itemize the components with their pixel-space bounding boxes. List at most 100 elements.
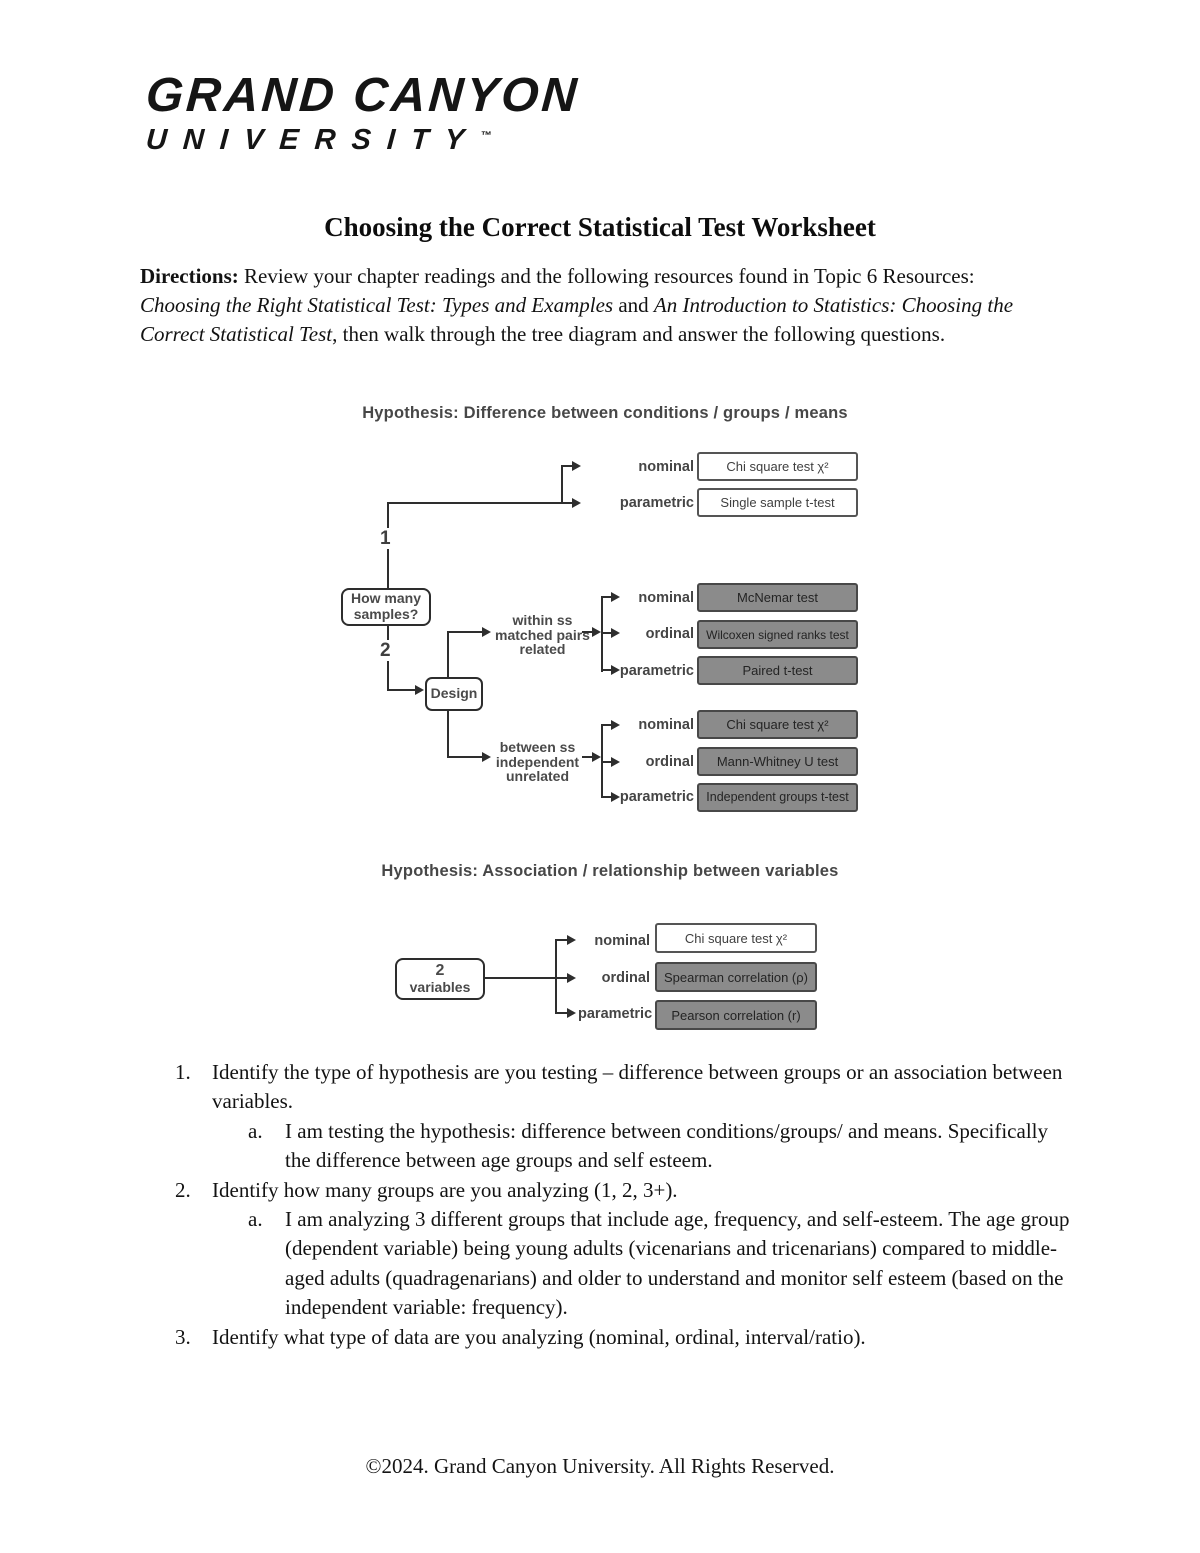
between-ss-label: between ss independent unrelated	[485, 740, 590, 784]
arrow-icon	[592, 752, 601, 762]
connector-line	[555, 939, 567, 941]
test-box-wilcoxen: Wilcoxen signed ranks test	[697, 620, 858, 649]
question-1a-text: I am testing the hypothesis: difference …	[285, 1118, 1048, 1173]
connector-line	[582, 756, 593, 758]
connector-line	[555, 977, 567, 979]
connector-line	[555, 1012, 567, 1014]
data-type-label: nominal	[638, 590, 694, 606]
question-1-text: Identify the type of hypothesis are you …	[212, 1060, 1063, 1114]
question-2-answer: a. I am analyzing 3 different groups tha…	[248, 1205, 1075, 1323]
data-type-label: parametric	[619, 789, 694, 805]
design-node: Design	[425, 677, 483, 711]
tree-diagram-association: Hypothesis: Association / relationship b…	[380, 860, 840, 1045]
gcu-logo-university-text: UNIVERSITY	[144, 124, 482, 156]
test-box-pearson: Pearson correlation (r)	[655, 1000, 817, 1030]
test-box-mcnemar: McNemar test	[697, 583, 858, 612]
arrow-icon	[482, 752, 491, 762]
between-ss-line1: between ss	[499, 739, 576, 755]
arrow-icon	[611, 757, 620, 767]
connector-line	[447, 711, 449, 758]
connector-line	[387, 502, 562, 504]
arrow-icon	[572, 461, 581, 471]
arrow-icon	[611, 592, 620, 602]
arrow-icon	[567, 935, 576, 945]
arrow-icon	[567, 973, 576, 983]
question-1a-number: a.	[248, 1118, 263, 1143]
data-type-label: parametric	[578, 1006, 653, 1022]
directions-label: Directions:	[140, 264, 239, 288]
copyright-footer: ©2024. Grand Canyon University. All Righ…	[365, 1454, 835, 1478]
questions-list: 1. Identify the type of hypothesis are y…	[175, 1058, 1075, 1352]
connector-line	[387, 689, 415, 691]
within-ss-line3: related	[519, 641, 566, 658]
resource-title-1: Choosing the Right Statistical Test: Typ…	[140, 292, 614, 317]
gcu-logo: GRAND CANYON UNIVERSITY™	[144, 69, 582, 156]
question-2-number: 2.	[175, 1177, 191, 1202]
directions-text-1: Review your chapter readings and the fol…	[238, 264, 975, 288]
design-node-label: Design	[430, 685, 478, 702]
test-box-single-sample: Single sample t-test	[697, 488, 858, 517]
branch-count-1: 1	[375, 528, 396, 549]
connector-line	[601, 596, 603, 672]
data-type-label: nominal	[594, 933, 650, 949]
question-2a-text: I am analyzing 3 different groups that i…	[285, 1206, 1070, 1320]
connector-line	[601, 596, 611, 598]
connector-line	[555, 939, 557, 1014]
data-type-label: parametric	[619, 663, 694, 679]
question-1-answer: a. I am testing the hypothesis: differen…	[248, 1117, 1075, 1176]
arrow-icon	[567, 1008, 576, 1018]
arrow-icon	[611, 720, 620, 730]
arrow-icon	[482, 627, 491, 637]
diagram2-title: Hypothesis: Association / relationship b…	[381, 862, 839, 880]
test-box-chi-square-3: Chi square test χ²	[655, 923, 817, 953]
arrow-icon	[611, 628, 620, 638]
within-ss-label: within ss matched pairs related	[490, 613, 595, 657]
data-type-label: ordinal	[601, 970, 650, 986]
trademark-symbol: ™	[479, 130, 492, 142]
connector-line	[447, 631, 449, 677]
gcu-logo-university: UNIVERSITY™	[144, 124, 580, 156]
data-type-label: nominal	[638, 717, 694, 733]
between-ss-line2: independent	[495, 753, 580, 770]
data-type-label: ordinal	[645, 626, 694, 642]
directions-text-3: , then walk through the tree diagram and…	[332, 321, 946, 346]
connector-line	[447, 631, 483, 633]
gcu-logo-wordmark: GRAND CANYON	[144, 69, 582, 122]
connector-line	[601, 669, 611, 671]
arrow-icon	[611, 792, 620, 802]
connector-line	[582, 631, 593, 633]
connector-line	[561, 465, 572, 467]
branch-count-2: 2	[375, 640, 396, 661]
test-box-spearman: Spearman correlation (ρ)	[655, 962, 817, 992]
root-node-line2: samples?	[353, 606, 419, 622]
root-node-line1: How many	[350, 590, 421, 607]
variables-count: 2	[435, 962, 445, 980]
test-box-mann-whitney: Mann-Whitney U test	[697, 747, 858, 776]
directions-text-2: and	[613, 292, 654, 317]
connector-line	[447, 756, 483, 758]
within-ss-line1: within ss	[512, 612, 573, 628]
within-ss-line2: matched pairs	[495, 626, 590, 643]
diagram1-title: Hypothesis: Difference between condition…	[362, 404, 848, 422]
test-box-paired-t: Paired t-test	[697, 656, 858, 685]
root-node-2-variables: 2 variables	[395, 958, 485, 1000]
question-3: 3. Identify what type of data are you an…	[175, 1323, 1075, 1352]
question-1: 1. Identify the type of hypothesis are y…	[175, 1058, 1075, 1117]
arrow-icon	[592, 627, 601, 637]
connector-line	[601, 761, 611, 763]
question-2: 2. Identify how many groups are you anal…	[175, 1176, 1075, 1205]
page-title: Choosing the Correct Statistical Test Wo…	[324, 212, 876, 242]
connector-line	[601, 632, 611, 634]
question-3-text: Identify what type of data are you analy…	[212, 1324, 866, 1349]
data-type-label: nominal	[638, 459, 694, 475]
test-box-chi-square-1: Chi square test χ²	[697, 452, 858, 481]
question-2a-number: a.	[248, 1206, 263, 1231]
question-2-text: Identify how many groups are you analyzi…	[212, 1177, 678, 1202]
variables-label: variables	[409, 979, 471, 996]
tree-diagram-difference: Hypothesis: Difference between condition…	[330, 400, 880, 828]
question-3-number: 3.	[175, 1324, 191, 1349]
directions-paragraph: Directions: Review your chapter readings…	[140, 262, 1048, 349]
data-type-label: parametric	[619, 495, 694, 511]
root-node-how-many-samples: How many samples?	[341, 588, 431, 626]
